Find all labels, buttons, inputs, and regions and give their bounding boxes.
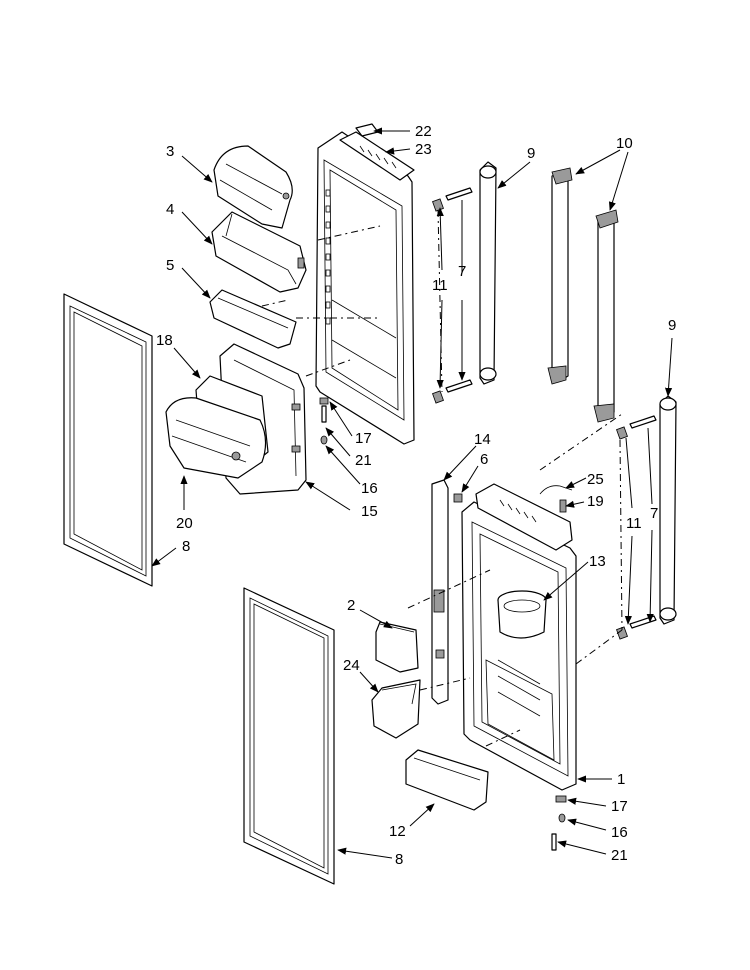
- callout-8-upper: 8: [182, 538, 190, 555]
- callout-3: 3: [166, 143, 174, 160]
- callout-19: 19: [587, 493, 604, 510]
- callout-21-upper: 21: [355, 452, 372, 469]
- callout-18: 18: [156, 332, 173, 349]
- dispenser-cap-part: [475, 483, 573, 551]
- callout-12: 12: [389, 823, 406, 840]
- hinge-hardware-lower: [551, 795, 567, 851]
- callout-6: 6: [480, 451, 488, 468]
- callout-1: 1: [617, 771, 625, 788]
- door-gasket-lower-left: [243, 587, 335, 885]
- door-shelf-clips: [325, 189, 331, 325]
- callout-15: 15: [361, 503, 378, 520]
- upper-left-door-liner: [315, 131, 415, 445]
- handle-end-caps-part-10: [547, 167, 619, 423]
- screw-part-6: [453, 493, 463, 503]
- callout-7-upper: 7: [458, 263, 466, 280]
- callout-8-lower: 8: [395, 851, 403, 868]
- callout-14: 14: [474, 431, 491, 448]
- hinge-hardware-upper: [319, 397, 329, 445]
- assembly-lines: [261, 209, 623, 747]
- callout-17-lower: 17: [611, 798, 628, 815]
- callout-9-lower: 9: [668, 317, 676, 334]
- callout-21-lower: 21: [611, 847, 628, 864]
- callout-7-lower: 7: [650, 505, 658, 522]
- callout-16-lower: 16: [611, 824, 628, 841]
- callout-5: 5: [166, 257, 174, 274]
- door-bin-part-4: [211, 211, 307, 293]
- door-cap-part-23: [339, 131, 415, 181]
- callout-24: 24: [343, 657, 360, 674]
- ice-chute-part-13: [497, 590, 547, 639]
- leader-lines: [151, 127, 673, 859]
- callout-11-lower: 11: [626, 515, 642, 532]
- callout-10: 10: [616, 135, 633, 152]
- handle-part-9-upper: [479, 161, 497, 385]
- callout-23: 23: [415, 141, 432, 158]
- lower-right-door-liner: [461, 501, 577, 791]
- callout-25: 25: [587, 471, 604, 488]
- door-trim-part-14: [431, 479, 449, 705]
- callout-11-upper: 11: [432, 277, 448, 294]
- callout-16-upper: 16: [361, 480, 378, 497]
- callout-2: 2: [347, 597, 355, 614]
- handle-mount-screws-upper: [432, 187, 473, 404]
- door-bin-cover-part-3: [213, 145, 293, 229]
- callout-17-upper: 17: [355, 430, 372, 447]
- callout-9-upper: 9: [527, 145, 535, 162]
- callout-labels: 22 23 3 4 5 18 9 10 11 7 17 21 16 15 20 …: [156, 123, 676, 868]
- handle-part-9-lower: [659, 395, 677, 625]
- callout-13: 13: [589, 553, 606, 570]
- door-gasket-upper-left: [63, 293, 153, 587]
- callout-4: 4: [166, 201, 174, 218]
- callout-20: 20: [176, 515, 193, 532]
- door-bin-part-5: [209, 289, 297, 349]
- door-bin-part-2: [375, 621, 419, 673]
- bucket-front-cover-part-20: [165, 397, 267, 479]
- callout-22: 22: [415, 123, 432, 140]
- wire-harness-part-25: [539, 485, 573, 513]
- door-bin-part-24: [371, 679, 421, 739]
- door-bin-part-12: [405, 749, 489, 811]
